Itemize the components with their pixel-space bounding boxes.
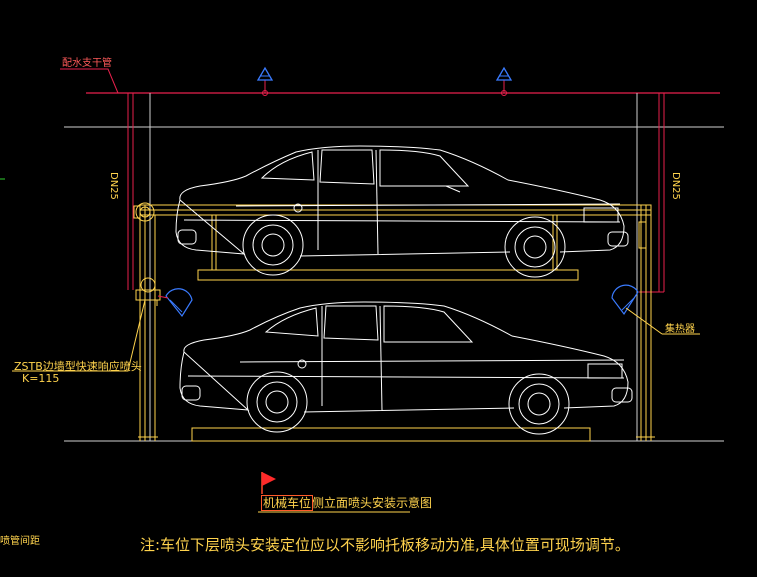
drawing-title: 机械车位侧立面喷头安装示意图 [260, 494, 433, 511]
left-drop-pipe [127, 93, 134, 290]
k-factor-label: K=115 [22, 372, 60, 385]
top-sprinkler-1 [256, 66, 274, 96]
title-rest: 侧立面喷头安装示意图 [312, 496, 433, 510]
right-sidewall-sprinkler [611, 284, 700, 335]
supply-pipe-label: 配水支干管 [62, 58, 112, 69]
left-sidewall-sprinkler [135, 277, 193, 318]
nozzle-model-label: ZSTB边墙型快速响应喷头 [14, 360, 142, 373]
upper-car [175, 145, 629, 278]
parking-frame [138, 204, 655, 442]
top-sprinkler-2 [495, 66, 513, 96]
title-highlight: 机械车位 [260, 495, 314, 511]
edge-fragment-label: 喷管间距 [0, 536, 40, 547]
lower-car [179, 301, 633, 435]
right-pipe-size-label: DN25 [670, 172, 681, 200]
supply-pipe-leader [60, 68, 119, 94]
installation-note: 注:车位下层喷头安装定位应以不影响托板移动为准,具体位置可现场调节。 [140, 536, 630, 554]
spray-shield-label: 集热器 [665, 324, 695, 335]
left-pipe-size-label: DN25 [108, 172, 119, 200]
nozzle-leader [12, 299, 146, 372]
left-upper-fitting [133, 202, 155, 222]
building-columns [149, 93, 638, 441]
flag-icon [261, 472, 276, 494]
